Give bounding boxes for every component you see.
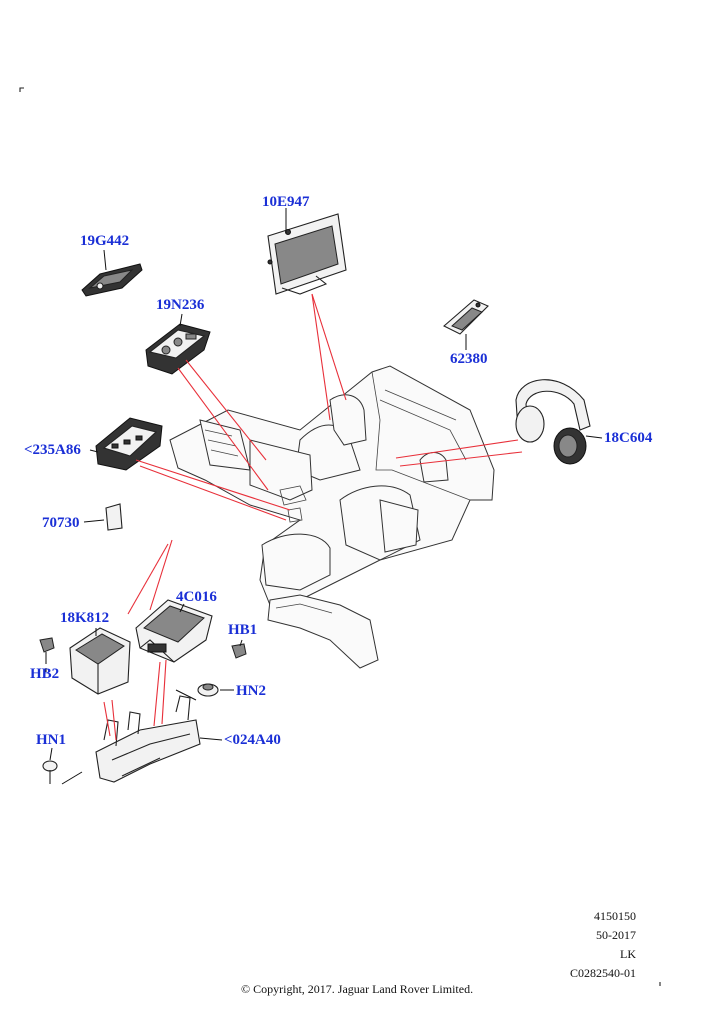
callout-70730[interactable]: 70730	[42, 515, 80, 531]
bolt-hb1-part	[231, 643, 247, 659]
callout-235A86[interactable]: <235A86	[24, 442, 81, 458]
nut-hn1-part	[42, 760, 58, 784]
ref-line: C0282540-01	[570, 966, 636, 980]
reference-block: 4150150 50-2017 LK C0282540-01	[570, 907, 636, 983]
callout-HN1[interactable]: HN1	[36, 732, 66, 748]
receiver-module-part	[69, 627, 131, 695]
callout-024A40[interactable]: <024A40	[224, 732, 281, 748]
copyright-notice: © Copyright, 2017. Jaguar Land Rover Lim…	[241, 982, 474, 996]
callout-19G442[interactable]: 19G442	[80, 233, 130, 249]
mounting-bracket-part	[95, 695, 201, 783]
callout-18K812[interactable]: 18K812	[60, 610, 110, 626]
callout-HB2[interactable]: HB2	[30, 666, 60, 682]
rear-display-screen-part	[267, 213, 347, 295]
callout-18C604[interactable]: 18C604	[604, 430, 653, 446]
ref-line: 4150150	[594, 909, 636, 923]
ref-line: LK	[620, 947, 636, 961]
callout-HN2[interactable]: HN2	[236, 683, 266, 699]
power-socket-module-part	[95, 417, 163, 471]
callout-62380[interactable]: 62380	[450, 351, 488, 367]
remote-control-part	[443, 299, 489, 335]
callout-10E947[interactable]: 10E947	[262, 194, 310, 210]
label-tag-part	[105, 503, 123, 531]
nut-hn2-part	[197, 683, 219, 697]
leader-lines-black	[45, 208, 603, 785]
headphones-part	[515, 379, 591, 465]
callout-19N236[interactable]: 19N236	[156, 297, 205, 313]
rear-control-panel-part	[145, 323, 211, 375]
corner-mark-top-left	[19, 87, 24, 92]
callout-4C016[interactable]: 4C016	[176, 589, 217, 605]
amplifier-module-part	[135, 599, 213, 663]
callout-HB1[interactable]: HB1	[228, 622, 258, 638]
vehicle-interior-illustration	[169, 365, 495, 669]
leader-lines	[103, 293, 523, 741]
switch-bezel-part	[81, 263, 143, 297]
bolt-hb2-part	[39, 637, 55, 664]
ref-line: 50-2017	[596, 928, 636, 942]
